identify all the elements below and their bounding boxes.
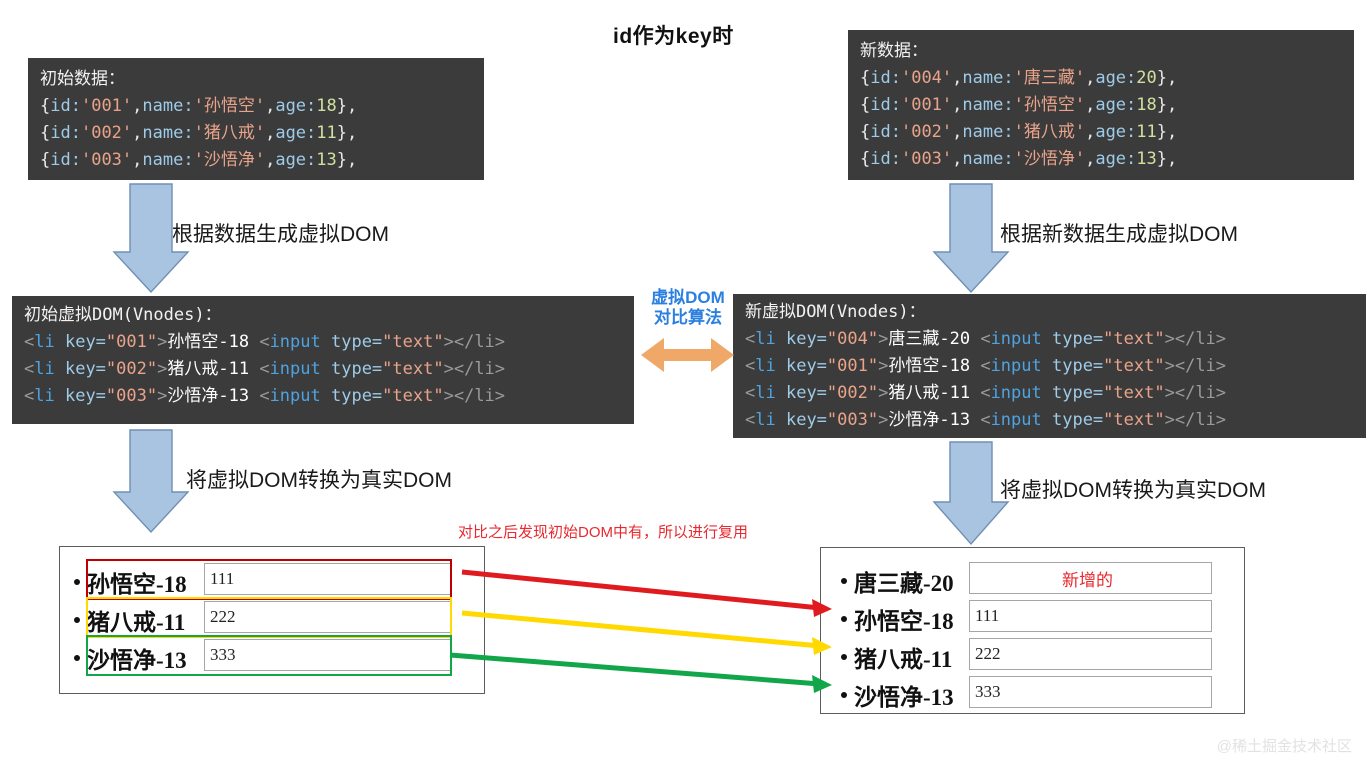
new-data-header: 新数据： [860,41,928,61]
data-object-row: {id:'001',name:'孙悟空',age:18}, [40,96,358,116]
text-input[interactable]: 333 [204,639,452,671]
initial-data-rows: {id:'001',name:'孙悟空',age:18}, {id:'002',n… [40,93,472,174]
vdom-row: <li key="003">沙悟净-13 <input type="text">… [24,386,506,406]
text-input[interactable]: 222 [204,601,452,633]
list-item-label: 孙悟空-18 [87,572,187,597]
vdom-row: <li key="002">猪八戒-11 <input type="text">… [24,359,506,379]
list-item: 猪八戒-11 [841,640,952,674]
data-object-row: {id:'003',name:'沙悟净',age:13}, [860,149,1178,169]
page-title: id作为key时 [613,25,734,48]
new-data-panel: 新数据： {id:'004',name:'唐三藏',age:20},{id:'0… [848,30,1354,180]
list-item: 唐三藏-20 [841,564,954,598]
diff-algorithm-label-line1: 虚拟DOM [651,288,725,307]
list-item-label: 唐三藏-20 [854,571,954,596]
watermark: @稀土掘金技术社区 [1216,738,1352,755]
reuse-arrow-red [461,569,832,617]
down-arrow-left-bottom [112,429,190,534]
bullet-icon [74,655,80,661]
text-input[interactable]: 111 [969,600,1212,632]
list-item: 孙悟空-18 [841,602,954,636]
bullet-icon [841,578,847,584]
bullet-icon [74,617,80,623]
text-input[interactable]: 新增的 [969,562,1212,594]
initial-vdom-panel: 初始虚拟DOM(Vnodes)： <li key="001">孙悟空-18 <i… [12,296,634,424]
vdom-row: <li key="003">沙悟净-13 <input type="text">… [745,410,1227,430]
list-item-label: 沙悟净-13 [87,648,187,673]
reuse-note: 对比之后发现初始DOM中有，所以进行复用 [458,524,748,541]
new-vdom-panel: 新虚拟DOM(Vnodes)： <li key="004">唐三藏-20 <in… [733,294,1366,438]
data-object-row: {id:'004',name:'唐三藏',age:20}, [860,68,1178,88]
new-data-rows: {id:'004',name:'唐三藏',age:20}, {id:'001',n… [860,65,1342,173]
vdom-row: <li key="002">猪八戒-11 <input type="text">… [745,383,1227,403]
initial-data-header: 初始数据： [40,69,125,89]
list-item: 猪八戒-11 [74,603,185,637]
new-vdom-header: 新虚拟DOM(Vnodes)： [745,302,926,322]
new-item-note: 新增的 [1062,570,1113,590]
down-arrow-right-bottom [932,441,1010,546]
reuse-arrow-yellow [461,610,832,655]
flow-label-right-top: 根据新数据生成虚拟DOM [1000,223,1238,246]
diff-double-arrow [641,338,734,372]
list-item-label: 沙悟净-13 [854,685,954,710]
list-item: 沙悟净-13 [74,641,187,675]
initial-data-panel: 初始数据： {id:'001',name:'孙悟空',age:18},{id:'… [28,58,484,180]
bullet-icon [74,579,80,585]
list-item-label: 孙悟空-18 [854,609,954,634]
list-item-label: 猪八戒-11 [87,610,186,635]
flow-label-left-top: 根据数据生成虚拟DOM [172,223,389,246]
text-input[interactable]: 333 [969,676,1212,708]
vdom-row: <li key="004">唐三藏-20 <input type="text">… [745,329,1227,349]
text-input[interactable]: 111 [204,563,452,595]
vdom-row: <li key="001">孙悟空-18 <input type="text">… [24,332,506,352]
diff-algorithm-label-line2: 对比算法 [654,308,722,327]
new-real-dom-box: 唐三藏-20 新增的孙悟空-18 111 猪八戒-11 222 沙悟净-13 333 [820,547,1245,714]
text-input[interactable]: 222 [969,638,1212,670]
new-vdom-rows: <li key="004">唐三藏-20 <input type="text">… [745,326,1354,434]
bullet-icon [841,616,847,622]
initial-real-dom-box: 孙悟空-18 111 猪八戒-11 222 沙悟净-13 333 [59,546,485,694]
bullet-icon [841,654,847,660]
list-item-label: 猪八戒-11 [854,647,953,672]
initial-vdom-rows: <li key="001">孙悟空-18 <input type="text">… [24,329,622,410]
bullet-icon [841,692,847,698]
data-object-row: {id:'002',name:'猪八戒',age:11}, [40,123,358,143]
initial-vdom-header: 初始虚拟DOM(Vnodes)： [24,305,222,325]
list-item: 孙悟空-18 [74,565,187,599]
reuse-arrow-green [449,652,832,693]
data-object-row: {id:'001',name:'孙悟空',age:18}, [860,95,1178,115]
bottom-toolbar: @稀土掘金技术社区 [0,724,1366,768]
vdom-row: <li key="001">孙悟空-18 <input type="text">… [745,356,1227,376]
flow-label-right-bottom: 将虚拟DOM转换为真实DOM [1000,479,1266,502]
list-item: 沙悟净-13 [841,678,954,712]
diff-algorithm-label: 虚拟DOM 对比算法 [641,288,735,328]
flow-label-left-bottom: 将虚拟DOM转换为真实DOM [186,469,452,492]
data-object-row: {id:'003',name:'沙悟净',age:13}, [40,150,358,170]
down-arrow-right-top [932,183,1010,294]
data-object-row: {id:'002',name:'猪八戒',age:11}, [860,122,1178,142]
